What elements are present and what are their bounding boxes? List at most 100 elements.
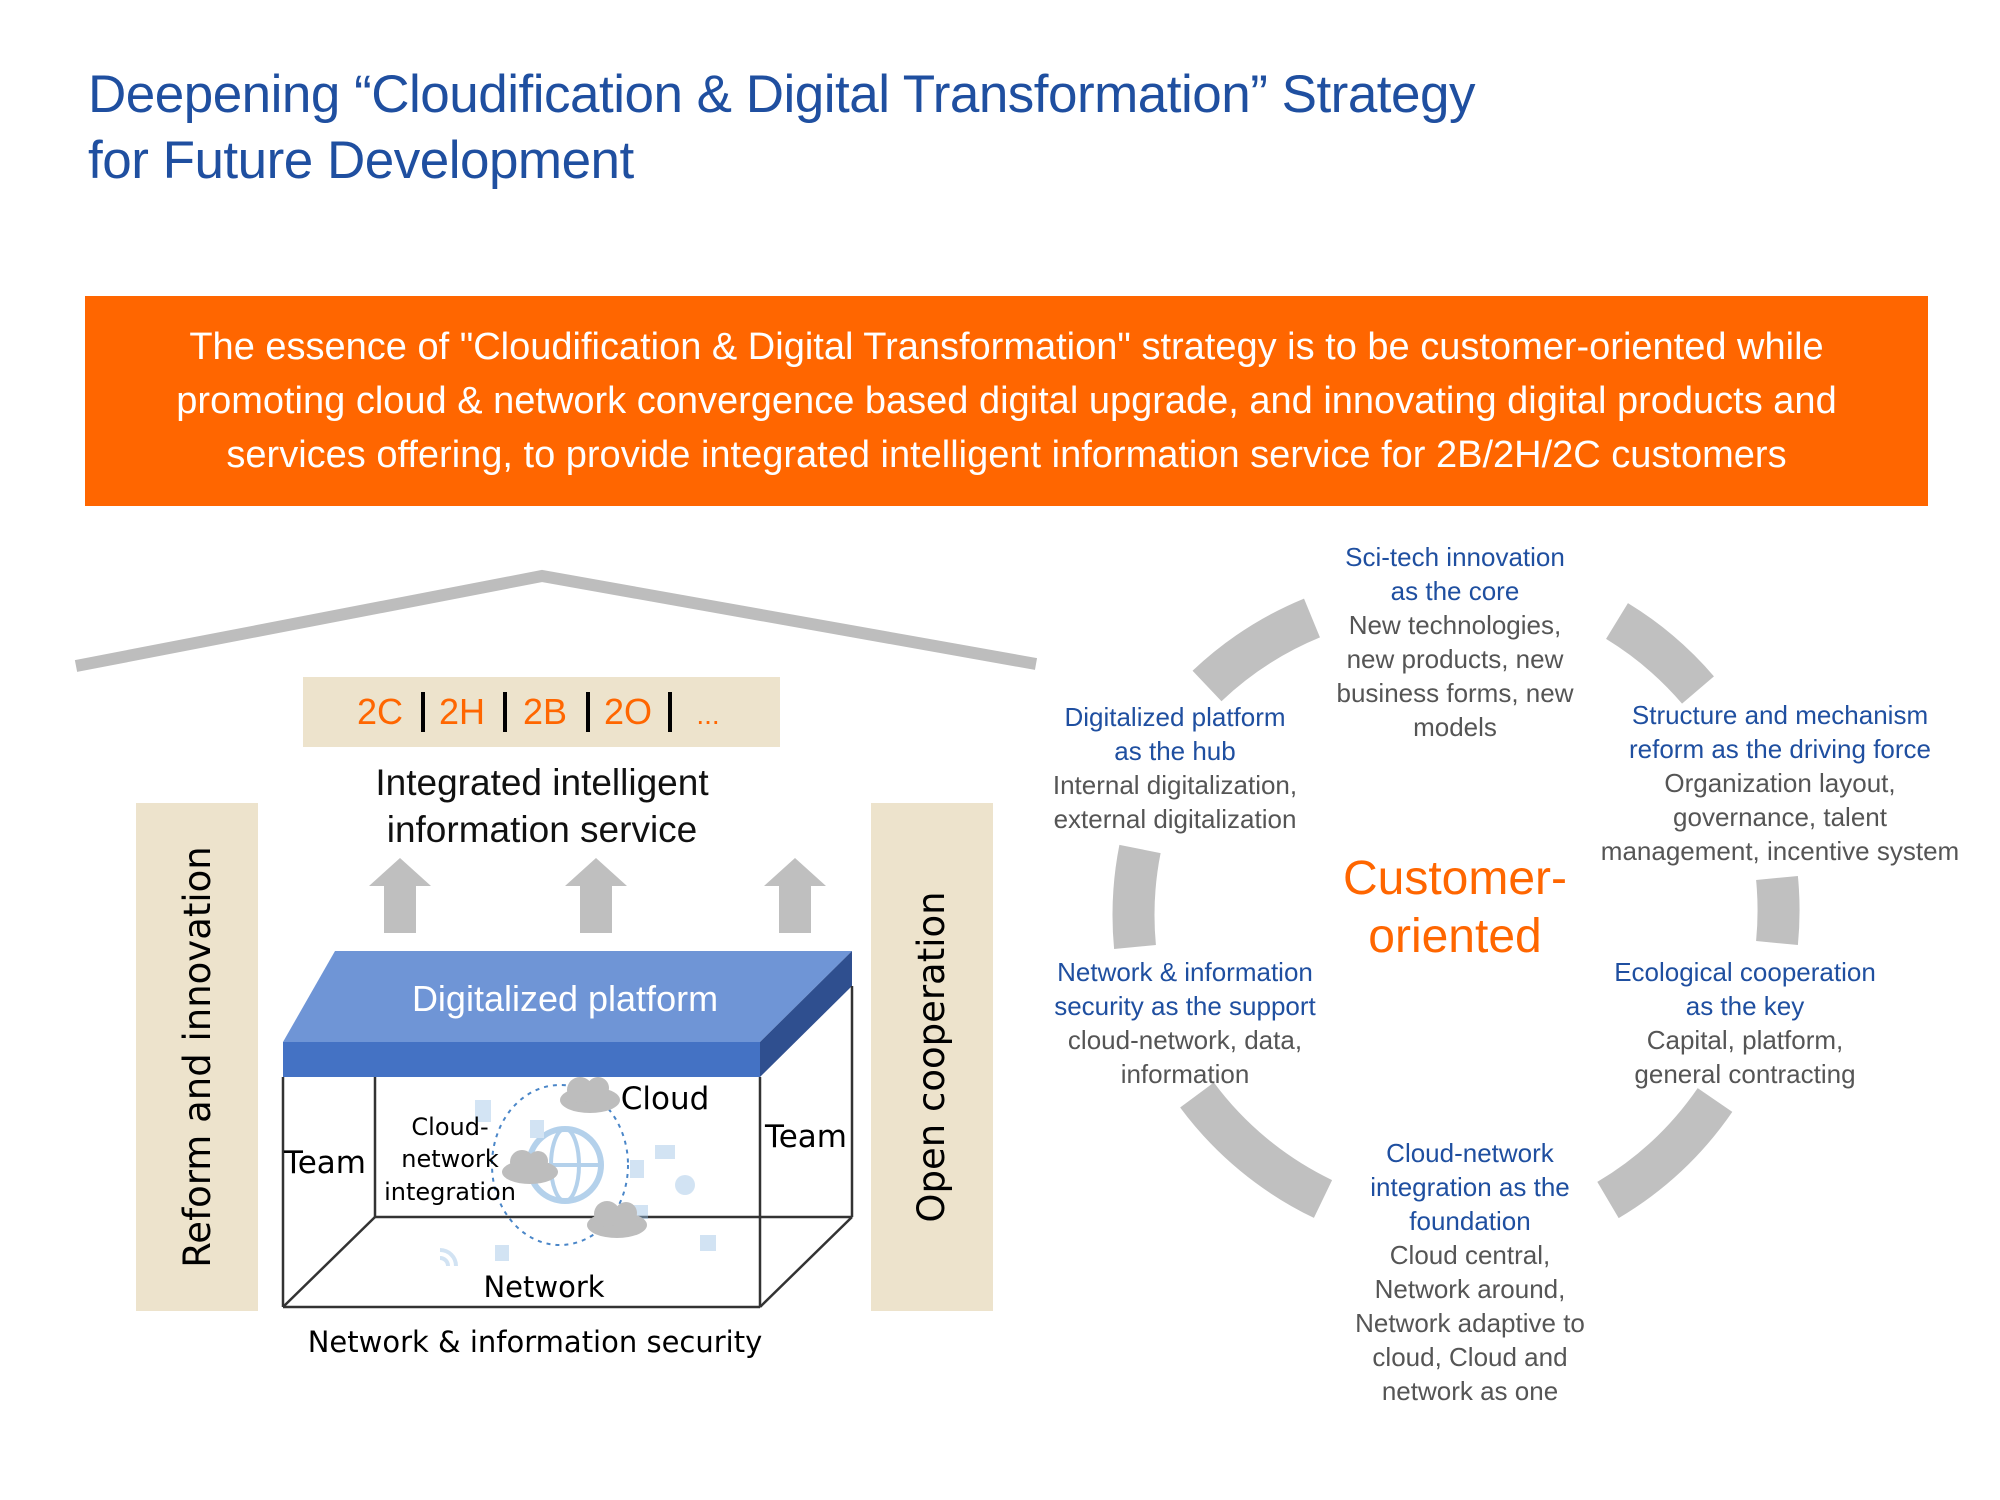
node-body: Internal digitalization, [1052,770,1298,800]
svg-text:...: ... [696,699,719,730]
integration-line-3: integration [384,1178,516,1206]
node-heading: Structure and mechanism [1631,700,1929,730]
node-body: models [1413,712,1497,742]
node-body: New technologies, [1348,610,1562,640]
node-body: Capital, platform, [1646,1025,1844,1055]
node-body: Organization layout, [1664,768,1896,798]
node-body: cloud, Cloud and [1372,1342,1568,1372]
node-heading: Digitalized platform [1064,702,1286,732]
node-body: management, incentive system [1600,836,1960,866]
device-icon [700,1235,716,1251]
up-arrow-icon [369,858,431,933]
device-icon [655,1145,675,1159]
device-icon [630,1160,644,1178]
node-heading: as the key [1685,991,1805,1021]
team-left-label: Team [283,1145,366,1181]
segments-box [303,677,780,747]
device-icon [530,1120,544,1138]
svg-text:2C: 2C [357,691,403,732]
platform-label: Digitalized platform [412,978,718,1019]
node-body: Network around, [1374,1274,1566,1304]
up-arrow-icon [565,858,627,933]
cloud-icon [502,1150,558,1184]
node-heading: integration as the [1370,1172,1570,1202]
node-body: network as one [1381,1376,1559,1406]
roof-line [74,569,1038,672]
svg-text:2O: 2O [604,691,652,732]
title-line-2: for Future Development [88,131,634,190]
cycle-arc [1192,598,1321,702]
center-line-2: oriented [1368,910,1542,963]
svg-text:2B: 2B [523,691,567,732]
page-title: Deepening “Cloudification & Digital Tran… [88,62,1788,194]
segment-more: ... [696,699,719,730]
service-line-2: information service [387,809,698,850]
location-icon [675,1175,695,1195]
security-label: Network & information security [308,1325,763,1359]
segment-divider [668,692,672,732]
node-cloud-network: Cloud-network integration as the foundat… [1320,1136,1620,1408]
device-icon [475,1100,491,1122]
node-ecological-cooperation: Ecological cooperation as the key Capita… [1590,955,1900,1091]
wifi-icon [439,1248,458,1267]
device-icon [495,1245,509,1261]
node-heading: reform as the driving force [1628,734,1931,764]
node-sci-tech: Sci-tech innovation as the core New tech… [1305,540,1605,744]
customer-oriented-center: Customer- oriented [1305,850,1605,966]
node-digitalized-platform: Digitalized platform as the hub Internal… [1025,700,1325,836]
cloud-label: Cloud [621,1081,710,1117]
node-heading: security as the support [1054,991,1316,1021]
node-heading: Sci-tech innovation [1345,542,1565,572]
node-heading: as the core [1390,576,1520,606]
integration-line-2: network [401,1145,499,1173]
cycle-arc [1756,875,1800,946]
node-body: Network adaptive to [1355,1308,1585,1338]
segment-2c: 2C [357,691,403,732]
cycle-ring [1112,598,1800,1219]
node-body: governance, talent [1673,802,1887,832]
left-pillar [136,803,258,1311]
platform-side [760,951,852,1077]
integration-loop [491,1084,629,1246]
network-label: Network [483,1270,604,1304]
segment-divider [421,692,425,732]
cycle-arc [1605,603,1714,704]
segment-2h: 2H [439,691,485,732]
cycle-arc [1597,1087,1733,1219]
node-structure-mechanism: Structure and mechanism reform as the dr… [1595,698,1965,868]
segment-2b: 2B [523,691,567,732]
node-body: Cloud central, [1389,1240,1551,1270]
node-heading: Network & information [1057,957,1313,987]
platform-front [283,1042,760,1077]
structure-box [281,986,854,1309]
node-body: information [1120,1059,1250,1089]
node-heading: as the hub [1114,736,1236,766]
integration-line-1: Cloud- [411,1113,488,1141]
team-right-label: Team [764,1119,847,1155]
up-arrow-icon [764,858,826,933]
segment-2o: 2O [604,691,652,732]
node-heading: foundation [1409,1206,1531,1236]
cycle-arc [1180,1082,1333,1218]
node-body: cloud-network, data, [1067,1025,1303,1055]
segment-divider [586,692,590,732]
service-line-1: Integrated intelligent [375,762,709,803]
svg-text:2H: 2H [439,691,485,732]
node-security: Network & information security as the su… [1030,955,1340,1091]
center-line-1: Customer- [1342,852,1568,905]
right-pillar-label: Open cooperation [910,891,953,1222]
cycle-arc [1112,844,1161,949]
right-pillar [871,803,993,1311]
banner-text: The essence of "Cloudification & Digital… [176,326,1837,476]
node-heading: Ecological cooperation [1614,957,1876,987]
segment-divider [503,692,507,732]
node-body: general contracting [1634,1059,1856,1089]
essence-banner: The essence of "Cloudification & Digital… [85,296,1928,506]
cloud-icon [560,1077,620,1113]
node-heading: Cloud-network [1386,1138,1554,1168]
title-line-1: Deepening “Cloudification & Digital Tran… [88,65,1475,124]
node-body: business forms, new [1336,678,1574,708]
node-body: external digitalization [1053,804,1297,834]
platform-top [283,951,852,1042]
node-body: new products, new [1346,644,1564,674]
